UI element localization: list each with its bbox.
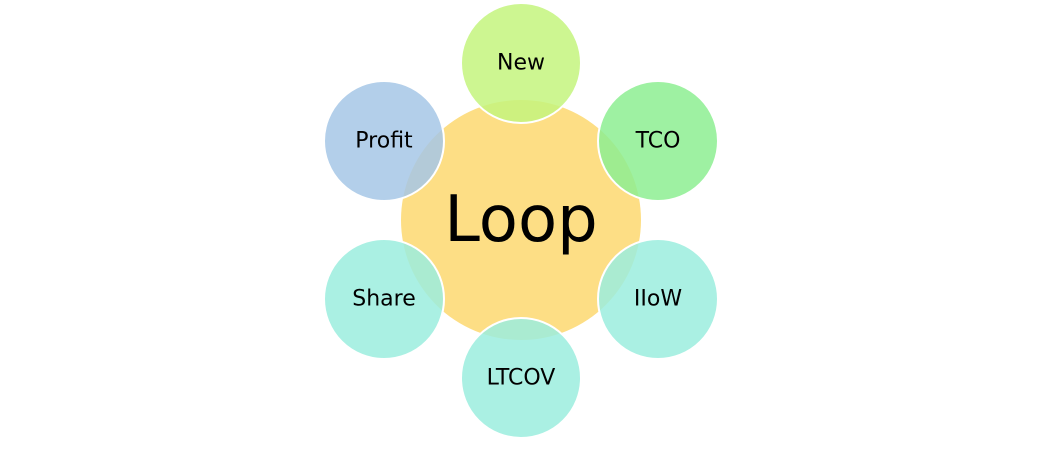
node-iiow: IIoW [597, 238, 719, 360]
node-tco: TCO [597, 80, 719, 202]
node-circle [597, 80, 719, 202]
node-label: TCO [635, 129, 681, 154]
node-label: IIoW [634, 287, 682, 312]
node-circle [460, 2, 582, 124]
center-label: Loop [444, 183, 597, 257]
node-circle [597, 238, 719, 360]
node-circle [323, 238, 445, 360]
node-new: New [460, 2, 582, 124]
node-label: LTCOV [487, 366, 556, 391]
node-ltcov: LTCOV [460, 317, 582, 439]
node-circle [460, 317, 582, 439]
center-circle [401, 100, 641, 340]
node-profit: Profit [323, 80, 445, 202]
node-share: Share [323, 238, 445, 360]
node-label: Share [352, 287, 416, 312]
node-circle [323, 80, 445, 202]
center-node: Loop [401, 100, 641, 340]
node-label: Profit [355, 129, 413, 154]
node-label: New [497, 51, 545, 76]
